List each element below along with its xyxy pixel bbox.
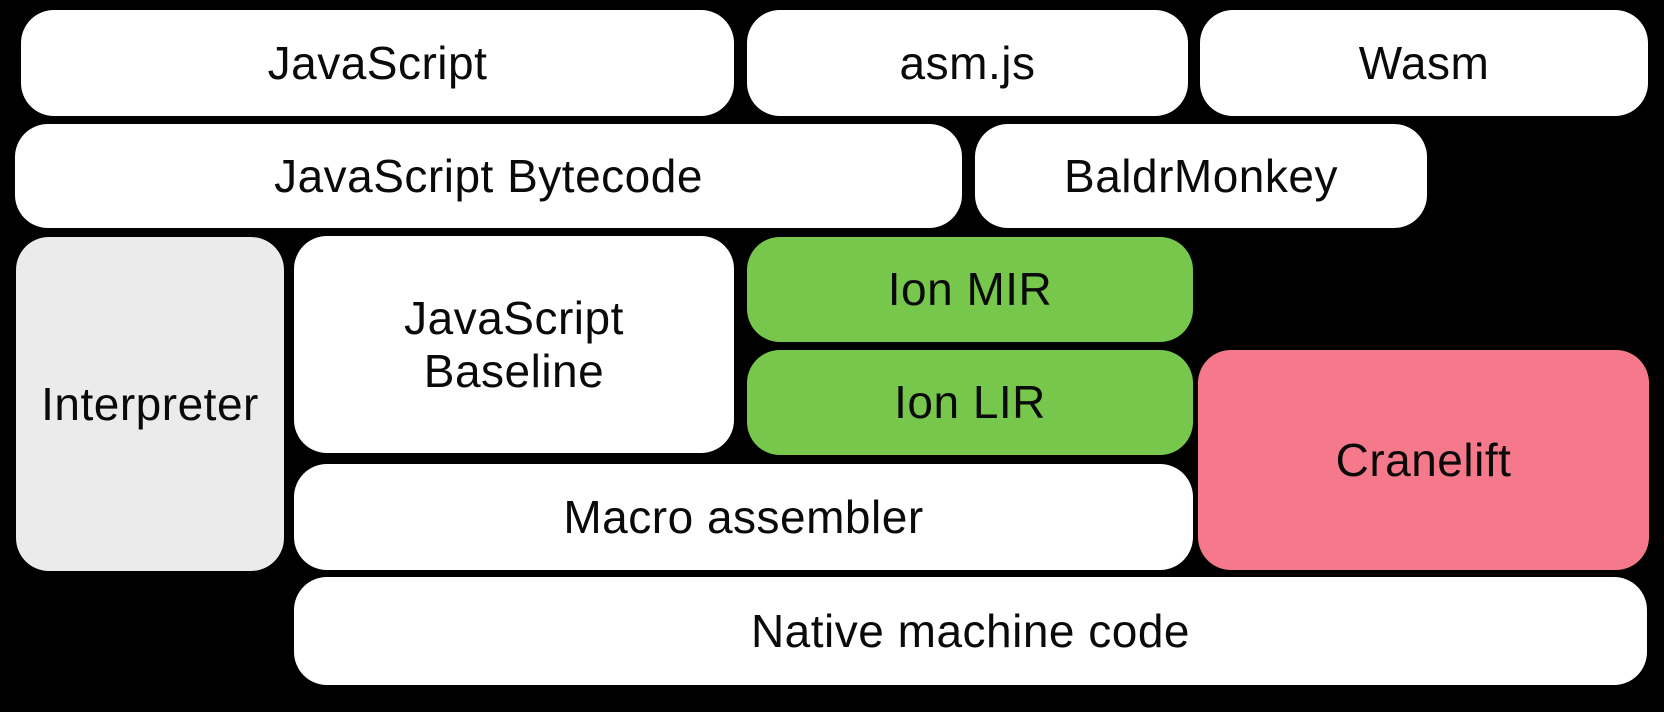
box-ion-lir-label: Ion LIR [894,376,1046,429]
box-cranelift: Cranelift [1198,350,1649,570]
box-javascript: JavaScript [21,10,734,116]
box-macro-assembler: Macro assembler [294,464,1193,570]
box-wasm-label: Wasm [1358,36,1490,89]
box-macro-assembler-label: Macro assembler [563,490,924,543]
box-javascript-label: JavaScript [267,36,488,89]
box-asmjs-label: asm.js [899,36,1036,89]
box-interpreter-label: Interpreter [41,377,259,430]
box-ion-mir: Ion MIR [747,237,1193,342]
box-wasm: Wasm [1200,10,1648,116]
box-cranelift-label: Cranelift [1335,433,1512,486]
box-native-machine-code-label: Native machine code [750,604,1191,657]
box-baldrmonkey: BaldrMonkey [975,124,1427,228]
box-ion-lir: Ion LIR [747,350,1193,455]
box-javascript-bytecode-label: JavaScript Bytecode [274,149,703,202]
box-javascript-baseline: JavaScript Baseline [294,236,734,453]
box-javascript-baseline-label: JavaScript Baseline [404,291,624,397]
box-native-machine-code: Native machine code [294,577,1647,685]
box-interpreter: Interpreter [16,237,284,571]
box-asmjs: asm.js [747,10,1188,116]
box-javascript-bytecode: JavaScript Bytecode [15,124,962,228]
box-baldrmonkey-label: BaldrMonkey [1064,149,1338,202]
box-ion-mir-label: Ion MIR [887,263,1053,316]
